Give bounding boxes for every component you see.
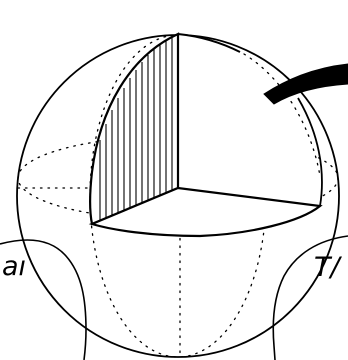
left-label-fragment: aı [2, 251, 26, 282]
right-label-fragment: T/ [314, 252, 342, 283]
cut-plane-back [178, 34, 321, 206]
